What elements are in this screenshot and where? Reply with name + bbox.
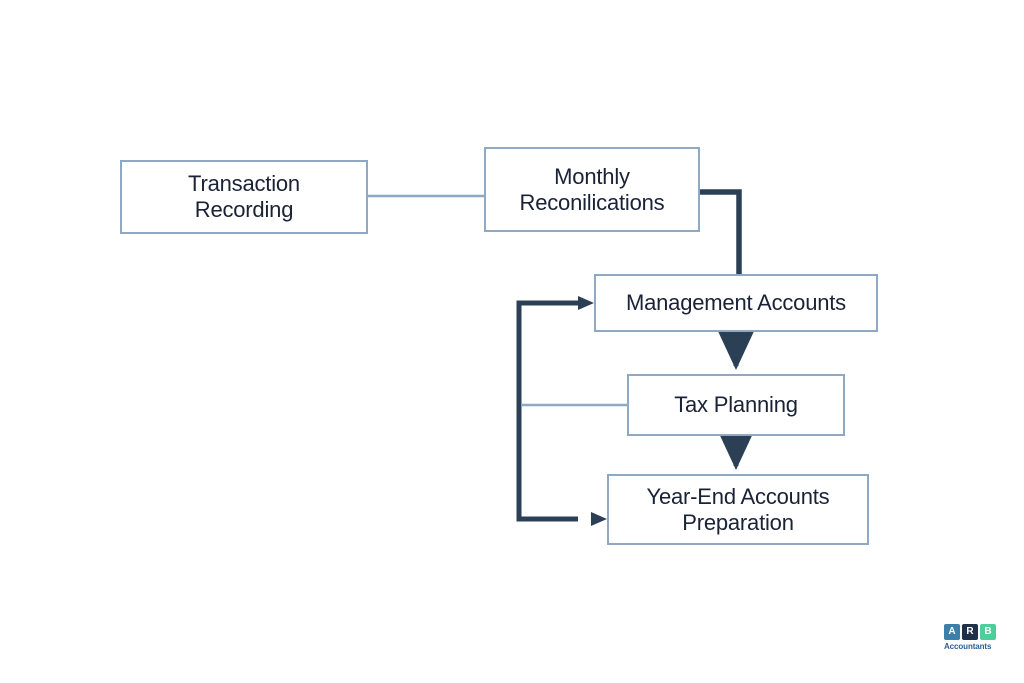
node-year-end-accounts-label: Year-End Accounts Preparation: [646, 483, 830, 535]
node-tax-planning-label: Tax Planning: [674, 392, 798, 418]
node-monthly-reconciliations[interactable]: Monthly Reconilications: [484, 147, 700, 232]
logo-tile-b: B: [980, 624, 996, 640]
connector-feedback-spine: [516, 296, 607, 526]
connector-monthly-to-management: [700, 189, 742, 274]
arrowhead-into-management-accounts: [578, 296, 594, 310]
logo-wordmark: Accountants: [944, 642, 992, 651]
node-management-accounts[interactable]: Management Accounts: [594, 274, 878, 332]
node-tax-planning[interactable]: Tax Planning: [627, 374, 845, 436]
node-year-end-accounts[interactable]: Year-End Accounts Preparation: [607, 474, 869, 545]
node-monthly-reconciliations-label: Monthly Reconilications: [519, 163, 665, 215]
logo-tile-r: R: [962, 624, 978, 640]
node-transaction-recording-label: Transaction Recording: [188, 171, 300, 222]
logo-tiles: A R B: [944, 624, 998, 640]
arb-accountants-logo: A R B Accountants: [944, 624, 998, 658]
node-management-accounts-label: Management Accounts: [625, 290, 846, 316]
arrowhead-into-year-end-accounts: [591, 512, 607, 526]
node-transaction-recording[interactable]: Transaction Recording: [120, 160, 368, 234]
logo-tile-a: A: [944, 624, 960, 640]
